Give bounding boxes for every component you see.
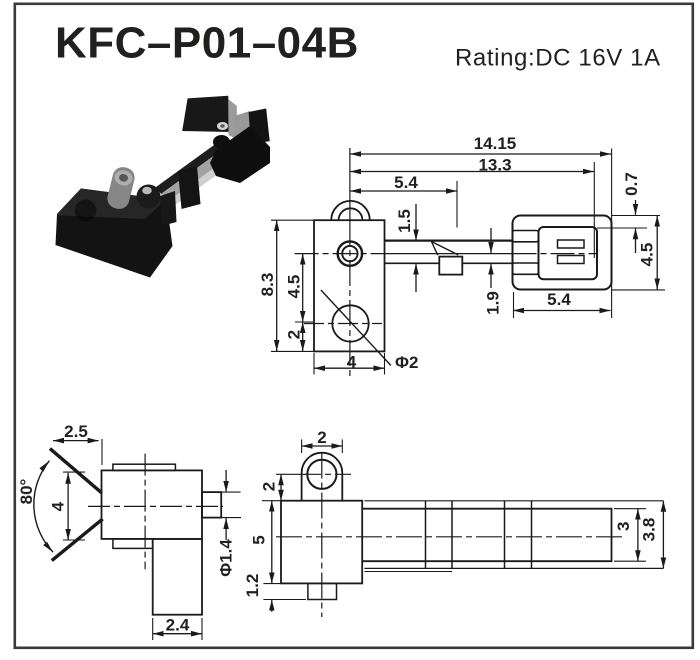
- svg-text:5: 5: [250, 535, 269, 544]
- svg-text:4: 4: [347, 353, 357, 372]
- svg-text:1.5: 1.5: [395, 209, 414, 233]
- svg-text:Φ2: Φ2: [395, 353, 418, 372]
- svg-text:Φ1.4: Φ1.4: [217, 539, 236, 577]
- svg-text:2: 2: [285, 330, 304, 339]
- svg-text:2.4: 2.4: [166, 616, 190, 635]
- svg-text:14.15: 14.15: [474, 134, 517, 153]
- svg-text:3: 3: [614, 522, 633, 531]
- svg-text:13.3: 13.3: [478, 156, 511, 175]
- svg-text:2.5: 2.5: [64, 422, 88, 441]
- svg-text:2: 2: [260, 482, 279, 491]
- svg-text:2: 2: [317, 428, 326, 447]
- svg-text:4: 4: [49, 501, 68, 511]
- svg-text:Rating:DC 16V 1A: Rating:DC 16V 1A: [455, 45, 661, 72]
- svg-text:80°: 80°: [17, 478, 36, 504]
- svg-text:4.5: 4.5: [638, 243, 657, 267]
- svg-text:5.4: 5.4: [394, 173, 418, 192]
- svg-text:1.2: 1.2: [243, 574, 262, 598]
- svg-text:4.5: 4.5: [285, 275, 304, 299]
- svg-text:1.9: 1.9: [484, 291, 503, 315]
- svg-text:0.7: 0.7: [622, 172, 641, 196]
- svg-text:KFC–P01–04B: KFC–P01–04B: [55, 19, 359, 68]
- svg-text:8.3: 8.3: [258, 273, 277, 297]
- svg-text:3.8: 3.8: [640, 518, 659, 542]
- svg-text:5.4: 5.4: [547, 290, 571, 309]
